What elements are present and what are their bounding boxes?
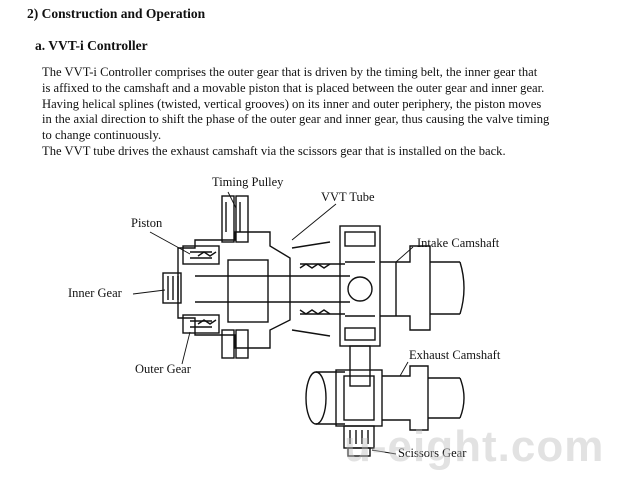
intake-camshaft [380, 245, 465, 331]
section-heading: 2) Construction and Operation [27, 6, 206, 21]
label-outer-gear: Outer Gear [135, 362, 191, 376]
paragraph-line: is affixed to the camshaft and a movable… [42, 80, 545, 95]
label-scissors-gear: Scissors Gear [398, 446, 467, 460]
paragraph-line: in the axial direction to shift the phas… [42, 112, 550, 127]
paragraph-line: to change continuously. [42, 128, 162, 143]
controller-housing [162, 231, 291, 349]
label-timing-pulley: Timing Pulley [212, 175, 284, 189]
leader-lines [132, 191, 414, 455]
paragraph-line: The VVT-i Controller comprises the outer… [42, 65, 538, 79]
exhaust-camshaft [305, 365, 465, 431]
label-exhaust-camshaft: Exhaust Camshaft [409, 348, 501, 362]
timing-pulley [221, 195, 249, 359]
label-piston: Piston [131, 216, 163, 230]
watermark: u-eight.com [344, 422, 605, 471]
label-inner-gear: Inner Gear [68, 286, 122, 300]
label-intake-camshaft: Intake Camshaft [417, 236, 500, 250]
label-vvt-tube: VVT Tube [321, 190, 375, 204]
body-paragraph: The VVT-i Controller comprises the outer… [42, 65, 622, 160]
cam-bearing-block [339, 225, 381, 387]
paragraph-line: The VVT tube drives the exhaust camshaft… [42, 143, 506, 158]
vvt-tube [195, 241, 350, 337]
scissors-gear [343, 425, 375, 457]
paragraph-line: Having helical splines (twisted, vertica… [42, 96, 542, 111]
subsection-heading: a. VVT-i Controller [35, 38, 148, 53]
